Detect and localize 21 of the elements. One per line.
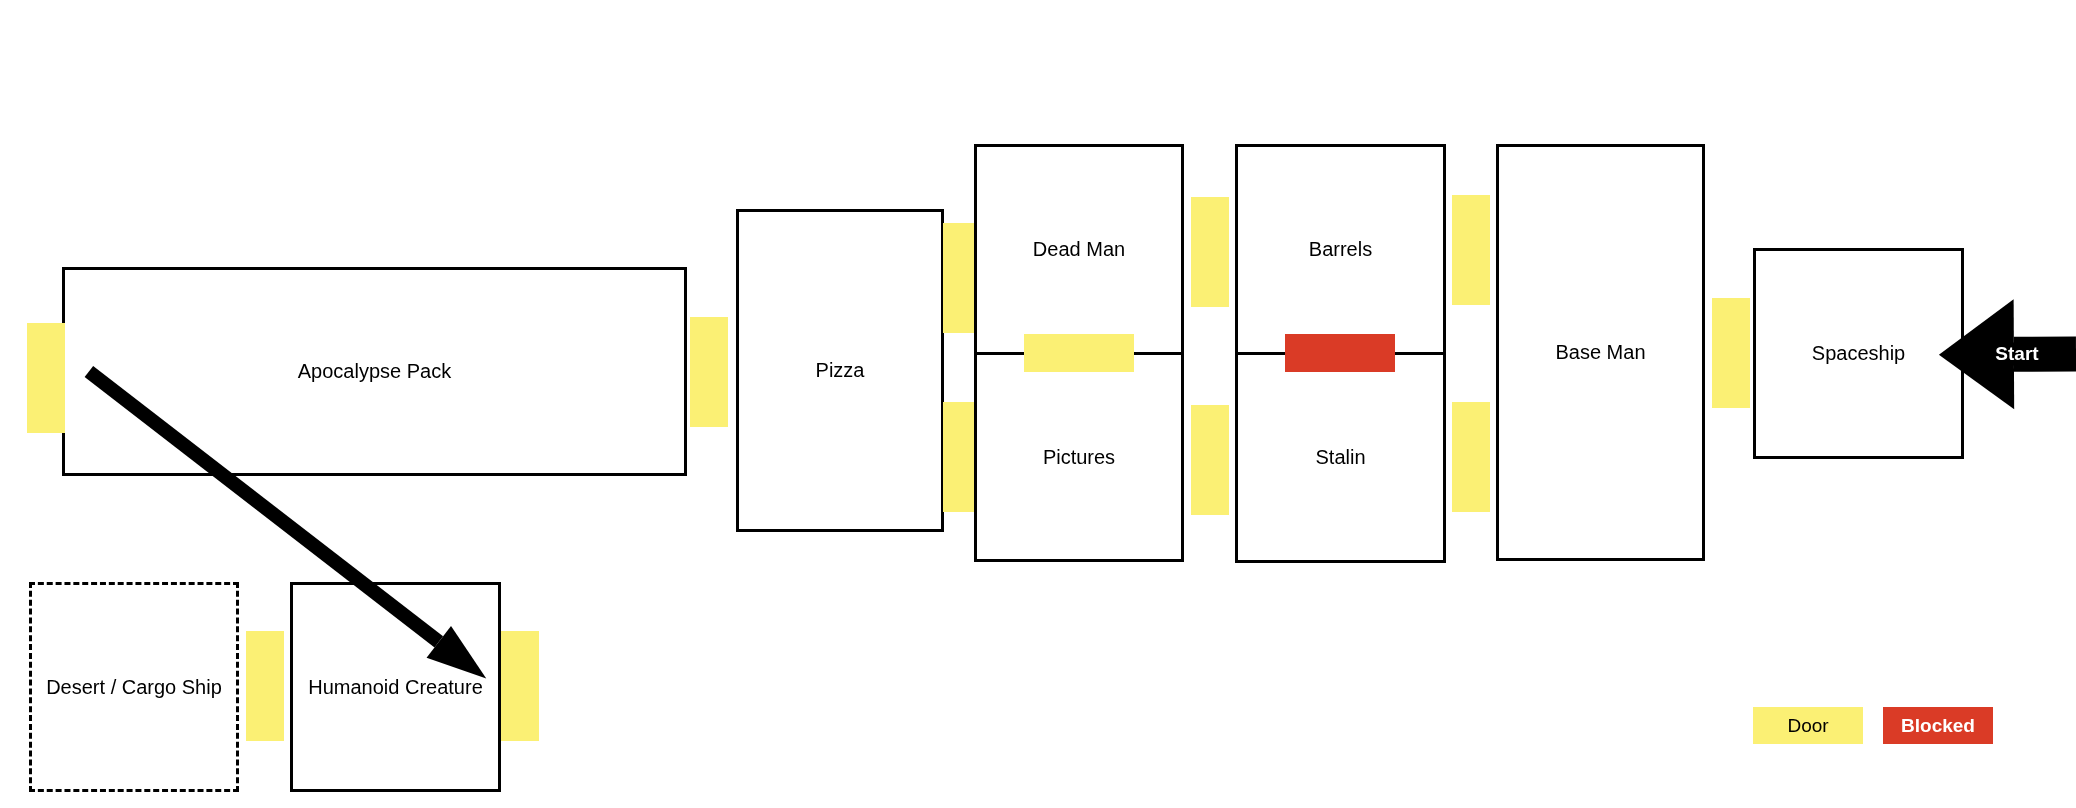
block-arrow	[1938, 299, 2076, 410]
legend-label: Blocked	[1901, 715, 1975, 736]
room-box	[62, 267, 687, 476]
arrow	[84, 365, 487, 679]
room-box	[1753, 248, 1964, 459]
dashed-room-box	[29, 582, 239, 792]
room-name: Dead Man	[1032, 238, 1126, 261]
room-name: Desert / Cargo Ship	[46, 675, 222, 699]
legend-label: Door	[1787, 715, 1829, 736]
room-name: Pictures	[1042, 445, 1116, 469]
room-box	[736, 209, 944, 532]
room-name: Base Man	[1555, 341, 1646, 364]
room-name: Pizza	[815, 359, 865, 382]
edge-label: Start	[1993, 342, 2041, 366]
room-name: Barrels	[1308, 238, 1373, 261]
room-box	[290, 582, 501, 792]
room-name: Apocalypse Pack	[297, 360, 452, 383]
room-name: Humanoid Creature	[308, 675, 483, 699]
room-box	[1496, 144, 1705, 561]
room-name: Stalin	[1315, 446, 1366, 469]
room-name: Spaceship	[1811, 342, 1906, 365]
